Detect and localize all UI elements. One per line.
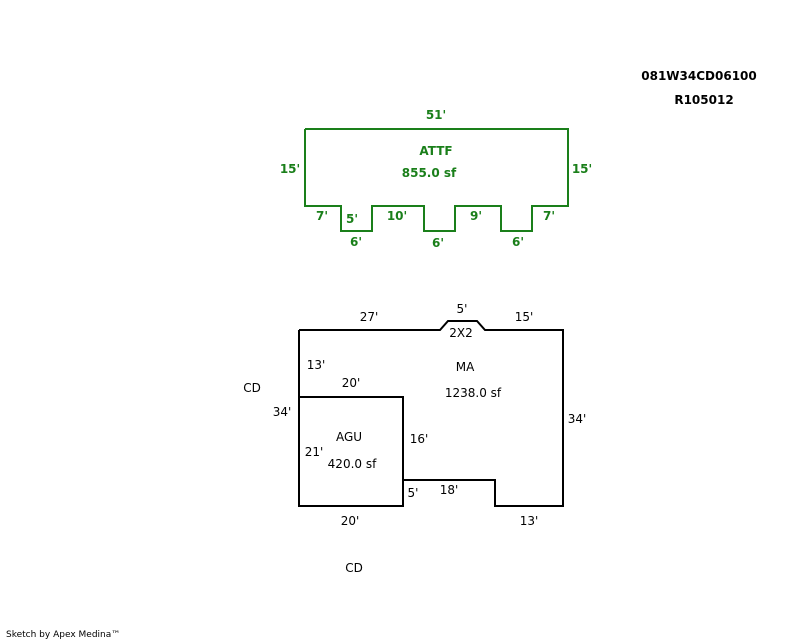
attf-dim-bottom-left: 7' [316, 209, 328, 223]
side-label-bottom: CD [345, 561, 363, 575]
main-area: 1238.0 sf [445, 386, 502, 400]
main-dim-top-right: 15' [515, 310, 534, 324]
attf-area: 855.0 sf [402, 166, 457, 180]
main-dim-inner-18: 18' [440, 483, 459, 497]
agu-name: AGU [336, 430, 362, 444]
attf-dim-notch3-width: 6' [512, 235, 524, 249]
main-bump-label: 2X2 [449, 326, 473, 340]
attf-dim-left: 15' [280, 162, 300, 176]
attf-dim-notch1-depth: 5' [346, 212, 358, 226]
sketch-credit: Sketch by Apex Medina™ [6, 630, 120, 640]
agu-dim-top: 20' [342, 376, 361, 390]
account-id: R105012 [674, 93, 733, 107]
attf-dim-bottom-right: 7' [543, 209, 555, 223]
attf-outline [304, 128, 569, 232]
map-id: 081W34CD06100 [641, 69, 757, 83]
agu-area: 420.0 sf [328, 457, 377, 471]
attf-name: ATTF [419, 144, 452, 158]
main-dim-left-upper: 13' [307, 358, 326, 372]
side-label-left: CD [243, 381, 261, 395]
agu-dim-left: 21' [305, 445, 324, 459]
main-dim-bump: 5' [457, 302, 468, 316]
main-dim-bottom-right: 13' [520, 514, 539, 528]
agu-dim-bottom: 20' [341, 514, 360, 528]
attf-dim-mid-10: 10' [387, 209, 407, 223]
main-name: MA [456, 360, 475, 374]
main-area-outline [298, 320, 564, 507]
main-dim-inner-16: 16' [410, 432, 429, 446]
attf-dim-notch1-width: 6' [350, 235, 362, 249]
attf-dim-notch2-width: 6' [432, 236, 444, 250]
attf-dim-top: 51' [426, 108, 446, 122]
main-dim-top-left: 27' [360, 310, 379, 324]
main-dim-right: 34' [568, 412, 587, 426]
main-dim-inner-5: 5' [408, 486, 419, 500]
main-dim-left-total: 34' [273, 405, 292, 419]
attf-dim-right: 15' [572, 162, 592, 176]
attf-dim-mid-9: 9' [470, 209, 482, 223]
agu-outline [298, 396, 404, 507]
